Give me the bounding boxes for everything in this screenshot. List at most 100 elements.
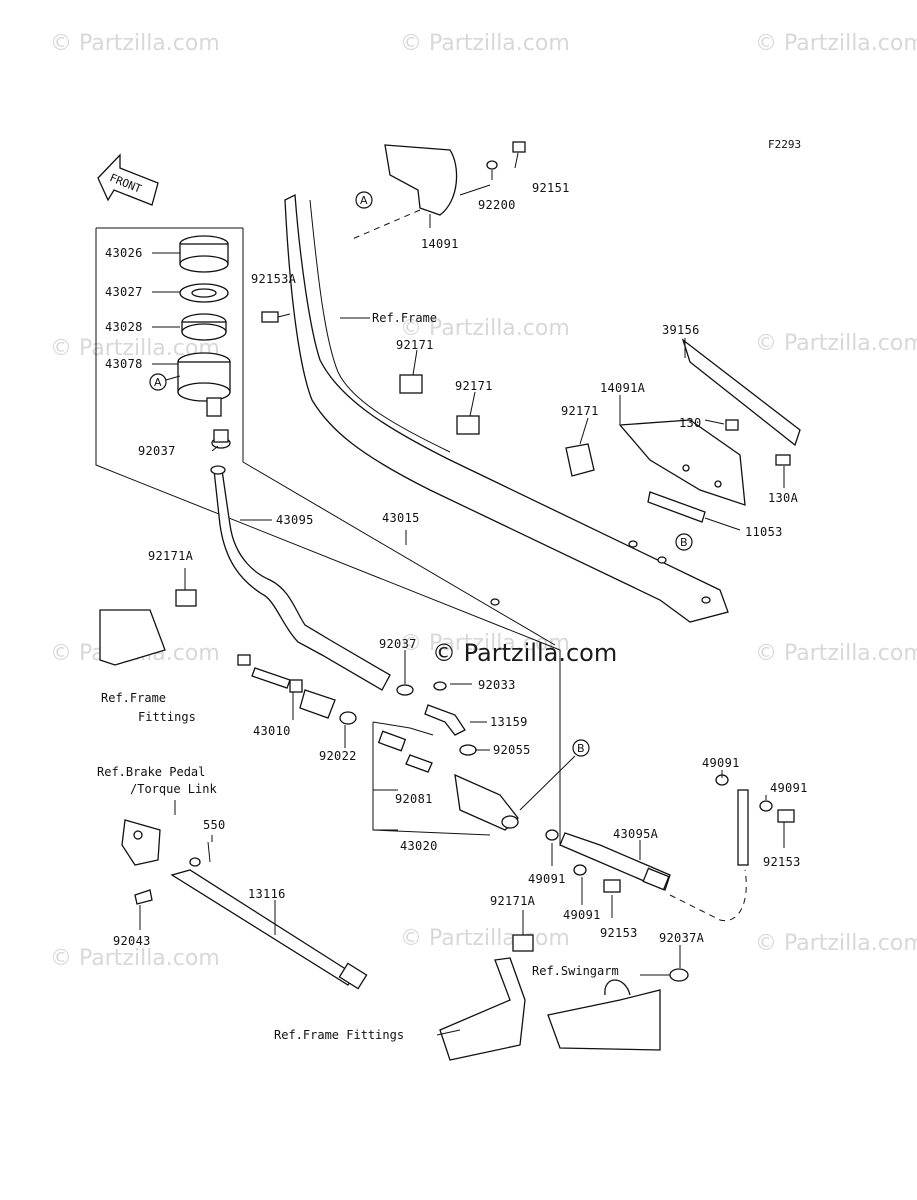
ref-frame-fittings-label: Fittings <box>138 710 196 724</box>
ref-swingarm-label: Ref.Swingarm <box>532 964 619 978</box>
cover-39156 <box>681 338 801 447</box>
brake-hose-43095a <box>559 789 749 922</box>
part-label: 13159 <box>490 715 528 729</box>
brake-pedal-linkage <box>121 819 161 866</box>
watermark: © Partzilla.com <box>50 946 220 971</box>
clamp-92171-b <box>456 415 480 435</box>
cotter-pin-550 <box>207 841 211 863</box>
part-label: 92200 <box>478 198 516 212</box>
part-label: 92037A <box>659 931 705 945</box>
bracket-11053 <box>647 491 706 523</box>
watermark-main: © Partzilla.com <box>432 639 617 667</box>
part-label: 43026 <box>105 246 143 260</box>
bolt-92153-b <box>603 879 621 893</box>
watermark: © Partzilla.com <box>755 641 917 666</box>
bolt-92151 <box>512 141 526 153</box>
part-label: 13116 <box>248 887 286 901</box>
ref-frame-label: Ref.Frame <box>372 311 437 325</box>
clevis-pin-92043 <box>134 889 153 905</box>
leader-lines <box>139 152 785 1036</box>
part-label: 92153 <box>600 926 638 940</box>
bolt-92153-a <box>777 809 795 823</box>
reservoir-tank <box>177 352 231 417</box>
washer-49091-d <box>573 864 587 876</box>
part-label: 92171 <box>396 338 434 352</box>
part-labels: 92151 92200 14091 43026 43027 43028 4307… <box>105 181 808 948</box>
part-label: 92153A <box>251 272 297 286</box>
clamp-92171-c <box>565 443 595 477</box>
part-label: 550 <box>203 818 226 832</box>
master-cylinder-group-outline <box>95 227 561 845</box>
part-label: 92033 <box>478 678 516 692</box>
ref-brake-pedal-label: /Torque Link <box>130 782 217 796</box>
clamp-92171a-bottom <box>512 934 534 952</box>
part-label: 43015 <box>382 511 420 525</box>
hose-end <box>210 465 226 475</box>
part-label: 130 <box>679 416 702 430</box>
bolt-130 <box>725 419 739 431</box>
washer-49091-c <box>545 829 559 841</box>
reference-labels: Ref.Frame Ref.Frame Fittings Ref.Brake P… <box>97 311 619 1042</box>
frame-tube <box>284 193 729 623</box>
hose-clamp <box>211 429 231 449</box>
callout-label: A <box>154 376 162 389</box>
clamp-92037-mid <box>396 684 414 696</box>
ref-frame-fittings-label: Ref.Frame <box>101 691 166 705</box>
callout-b-master: B <box>519 739 590 811</box>
part-label: 11053 <box>745 525 783 539</box>
frame-fitting-bottom <box>439 957 526 1061</box>
clamp-92171-a <box>399 374 423 394</box>
bracket-14091a <box>618 419 746 506</box>
watermark: © Partzilla.com <box>755 931 917 956</box>
watermark: © Partzilla.com <box>50 31 220 56</box>
clamp-92171a-top <box>175 589 197 607</box>
part-label: 43027 <box>105 285 143 299</box>
oring-92055 <box>459 744 477 756</box>
washer-49091-b <box>759 800 773 812</box>
clamp-92037a <box>669 968 689 982</box>
reservoir-cap <box>179 235 229 273</box>
part-label: 92171 <box>455 379 493 393</box>
part-label: 49091 <box>528 872 566 886</box>
callout-b-bracket: B <box>675 533 693 551</box>
push-rod-43010 <box>237 654 303 693</box>
part-label: 130A <box>768 491 799 505</box>
ref-brake-pedal-label: Ref.Brake Pedal <box>97 765 205 779</box>
diaphragm-plate <box>179 283 229 303</box>
callout-a-reservoir: A <box>149 373 181 391</box>
frame-cover-14091 <box>349 144 491 241</box>
part-label: 49091 <box>770 781 808 795</box>
master-cylinder-43020 <box>454 773 519 831</box>
part-label: 43010 <box>253 724 291 738</box>
bolt-92153a <box>261 311 291 323</box>
diaphragm <box>181 313 227 341</box>
callout-label: B <box>680 536 688 549</box>
watermark: © Partzilla.com <box>400 31 570 56</box>
callout-a-frame: A <box>355 191 373 209</box>
front-arrow-icon: FRONT <box>97 153 159 206</box>
part-label: 92171A <box>490 894 536 908</box>
part-label: 43078 <box>105 357 143 371</box>
callout-label: A <box>360 194 368 207</box>
frame-fitting-left <box>99 609 166 666</box>
part-label: 92081 <box>395 792 433 806</box>
master-cylinder-body <box>299 689 357 725</box>
group-line-92081 <box>372 721 434 736</box>
part-label: 92171 <box>561 404 599 418</box>
piston-92081 <box>377 730 433 773</box>
figure-code: F2293 <box>768 138 801 151</box>
callout-label: B <box>577 742 585 755</box>
watermark: © Partzilla.com <box>755 31 917 56</box>
reservoir-hose <box>213 469 391 691</box>
part-label: 43095A <box>613 827 659 841</box>
reservoir-fitting-13159 <box>424 704 466 736</box>
watermark: © Partzilla.com <box>400 316 570 341</box>
washer-brake-rod <box>189 857 201 867</box>
part-label: 49091 <box>702 756 740 770</box>
part-label: 49091 <box>563 908 601 922</box>
part-label: 43020 <box>400 839 438 853</box>
clip-92033 <box>433 681 447 691</box>
part-label: 14091 <box>421 237 459 251</box>
part-label: 92153 <box>763 855 801 869</box>
watermark: © Partzilla.com <box>755 331 917 356</box>
